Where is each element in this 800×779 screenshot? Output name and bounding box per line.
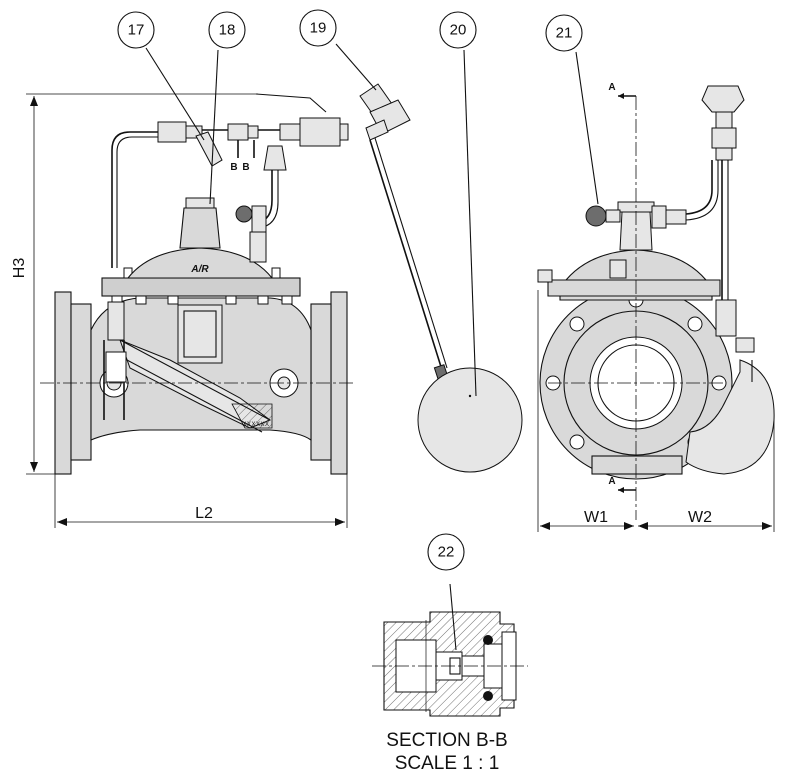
dimension-label-w1: W1 — [584, 509, 608, 526]
callout-label: 22 — [438, 544, 455, 561]
dimension-label-w2: W2 — [688, 509, 712, 526]
front-view: XXXXXX A/R — [54, 93, 349, 475]
float-ball — [417, 367, 523, 473]
callout-label: 19 — [310, 20, 327, 37]
side-bonnet-flange — [547, 279, 721, 297]
callout-label: 21 — [556, 25, 573, 42]
o-ring-top — [483, 635, 493, 645]
side-pilot — [701, 85, 745, 113]
callout-18: 18 — [208, 11, 246, 49]
dimension-l2: L2 — [54, 474, 348, 528]
side-view: A A — [537, 82, 775, 520]
callout-21: 21 — [545, 14, 583, 52]
callout-19: 19 — [299, 9, 337, 47]
tubing — [111, 131, 160, 268]
body-marking: XXXXXX — [242, 422, 269, 428]
callout-17: 17 — [117, 11, 155, 49]
callout-label: 18 — [219, 22, 236, 39]
strainer — [195, 131, 223, 167]
o-ring-bottom — [483, 691, 493, 701]
dimension-h3: H3 — [11, 93, 258, 475]
svg-text:A/R: A/R — [190, 264, 209, 275]
dimension-w: W1 W2 — [537, 290, 775, 532]
top-cap — [179, 207, 221, 249]
section-a-top: A — [608, 82, 615, 93]
section-caption-title: SECTION B-B — [386, 730, 507, 751]
section-detail — [372, 583, 528, 717]
svg-text:B: B — [230, 162, 237, 173]
section-caption-scale: SCALE 1 : 1 — [395, 753, 500, 774]
callout-22: 22 — [427, 533, 465, 571]
section-a-bottom: A — [608, 476, 615, 487]
callout-leaders — [145, 43, 599, 397]
svg-text:B: B — [242, 162, 249, 173]
callout-label: 20 — [450, 22, 467, 39]
needle-valve — [235, 205, 253, 223]
float-rod — [369, 139, 443, 371]
adjustment-knob — [585, 205, 607, 227]
callout-label: 17 — [128, 22, 145, 39]
float-assembly — [359, 83, 523, 473]
dimension-label-h3: H3 — [11, 258, 28, 279]
bonnet-flange — [101, 277, 301, 297]
dimension-label-l2: L2 — [195, 505, 213, 522]
callout-20: 20 — [439, 11, 477, 49]
